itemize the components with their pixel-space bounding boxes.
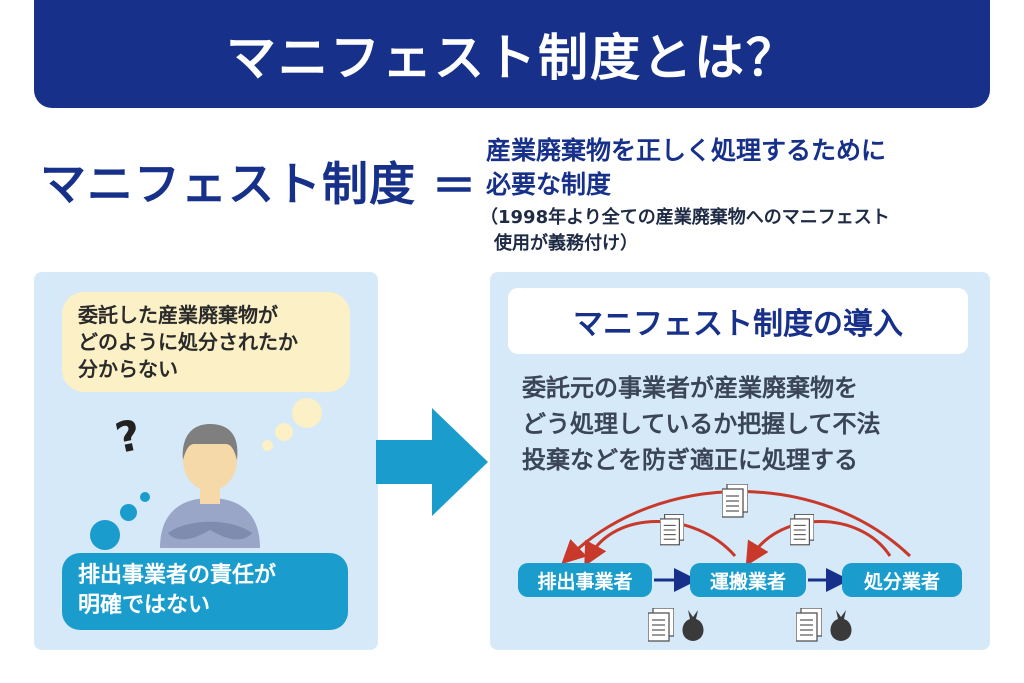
- introduction-heading: マニフェスト制度の導入: [508, 288, 968, 354]
- thought-dot: [292, 398, 322, 428]
- thought-line-1: 委託した産業廃棄物が: [78, 303, 278, 327]
- definition-note-line-1: （1998年より全ての産業廃棄物へのマニフェスト: [480, 207, 890, 228]
- equals-sign: ＝: [432, 161, 476, 212]
- bubble-dot: [90, 520, 120, 550]
- document-icon: [722, 484, 748, 518]
- thought-dot: [275, 423, 293, 441]
- definition-line-2: 必要な制度: [486, 170, 612, 199]
- title-banner: マニフェスト制度とは？: [34, 0, 990, 108]
- document-icon: [790, 514, 814, 546]
- definition-line-1: 産業廃棄物を正しく処理するために: [486, 136, 887, 165]
- flow-node-generator: 排出事業者: [518, 563, 652, 597]
- manifest-flow-diagram: [561, 484, 912, 642]
- return-arrow-small-left: [584, 520, 737, 567]
- thought-line-2: どのように処分されたか: [78, 330, 298, 354]
- garbage-bag-icon: [682, 610, 704, 641]
- definition-text: 産業廃棄物を正しく処理するために 必要な制度: [486, 134, 986, 202]
- document-icon: [660, 514, 684, 546]
- description-line-3: 投棄などを防ぎ適正に処理する: [522, 446, 858, 474]
- document-icon: [648, 608, 674, 642]
- thought-dot: [262, 440, 273, 451]
- flow-node-processor: 処分業者: [842, 563, 962, 597]
- right-arrow-icon: [376, 408, 488, 516]
- definition-note: （1998年より全ての産業廃棄物へのマニフェスト 使用が義務付け）: [480, 205, 980, 257]
- bubble-dot: [120, 504, 137, 521]
- bubble-dot: [140, 492, 150, 502]
- flow-node-transporter: 運搬業者: [690, 563, 806, 597]
- return-arrow-small-right: [745, 520, 892, 567]
- description-line-1: 委託元の事業者が産業廃棄物を: [522, 374, 858, 402]
- person-icon: [160, 424, 260, 548]
- document-icon: [796, 608, 822, 642]
- page-title: マニフェスト制度とは？: [226, 29, 798, 87]
- garbage-bag-icon: [830, 610, 852, 641]
- definition-term: マニフェスト制度: [40, 157, 416, 211]
- definition-note-line-2: 使用が義務付け）: [494, 233, 638, 254]
- responsibility-line-1: 排出事業者の責任が: [78, 563, 277, 588]
- responsibility-box: 排出事業者の責任が 明確ではない: [62, 553, 348, 630]
- thought-bubble: 委託した産業廃棄物が どのように処分されたか 分からない: [62, 292, 350, 392]
- thought-line-3: 分からない: [78, 357, 178, 381]
- description-line-2: どう処理しているか把握して不法: [522, 410, 881, 438]
- introduction-description: 委託元の事業者が産業廃棄物を どう処理しているか把握して不法 投棄などを防ぎ適正…: [522, 370, 962, 478]
- responsibility-line-2: 明確ではない: [78, 593, 211, 618]
